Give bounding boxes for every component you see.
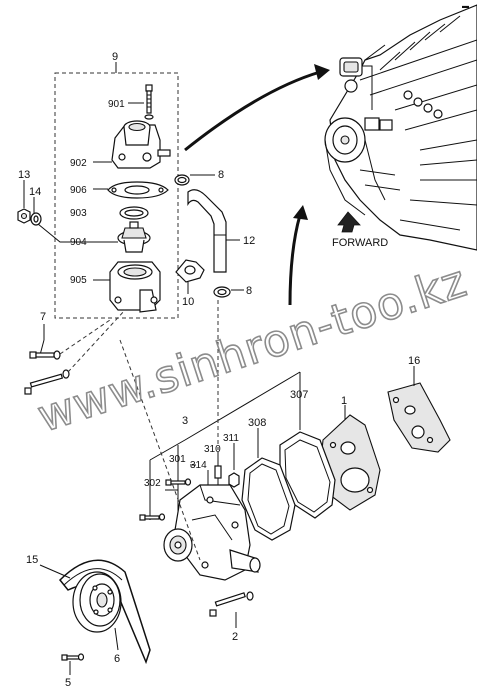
curved-arrow-upper-head — [314, 64, 330, 80]
water-hose-12 — [187, 189, 227, 273]
label-308: 308 — [248, 417, 266, 429]
label-8-upper: 8 — [218, 169, 224, 181]
bolt-7-lower — [24, 369, 70, 395]
water-pump-3 — [163, 484, 261, 581]
back-plate-1 — [319, 414, 381, 511]
label-1: 1 — [341, 395, 347, 407]
label-14: 14 — [29, 186, 41, 198]
label-905: 905 — [70, 275, 87, 286]
label-5: 5 — [65, 677, 71, 689]
pin-314 — [214, 465, 222, 479]
label-13: 13 — [18, 169, 30, 181]
bolt-301 — [165, 478, 192, 486]
gasket-308 — [241, 457, 296, 541]
curved-arrow-lower — [288, 214, 302, 306]
bolt-302 — [139, 513, 166, 521]
bolt-2 — [209, 591, 254, 617]
engine-block-illustration — [324, 4, 477, 251]
nut-311 — [228, 472, 240, 488]
pulley-6 — [72, 571, 122, 633]
forward-direction-indicator: FORWARD — [332, 211, 388, 249]
gasket-906 — [107, 181, 169, 199]
thermostat-housing-902 — [111, 120, 171, 169]
forward-arrow-icon — [337, 211, 361, 233]
thermostat-904 — [117, 221, 151, 253]
label-310: 310 — [204, 444, 221, 455]
label-16: 16 — [408, 355, 420, 367]
nut-13 — [17, 208, 31, 224]
label-903: 903 — [70, 208, 87, 219]
seal-ring-903 — [119, 206, 149, 220]
label-12: 12 — [243, 235, 255, 247]
thermostat-assembly-box — [54, 72, 179, 319]
label-3: 3 — [182, 415, 188, 427]
label-8-lower: 8 — [246, 285, 252, 297]
corner-mark: ▬ — [462, 3, 469, 10]
gasket-10 — [175, 259, 205, 283]
label-302: 302 — [144, 478, 161, 489]
label-9: 9 — [112, 51, 118, 63]
label-7: 7 — [40, 311, 46, 323]
curved-arrow-upper — [184, 70, 321, 152]
hose-clamp-8-lower — [213, 286, 231, 298]
bolt-7-upper — [29, 350, 61, 360]
label-906: 906 — [70, 185, 87, 196]
forward-label: FORWARD — [332, 237, 388, 249]
label-10: 10 — [182, 296, 194, 308]
label-301: 301 — [169, 454, 186, 465]
label-311: 311 — [223, 433, 239, 444]
bolt-901 — [144, 84, 154, 120]
bolt-5 — [61, 653, 85, 661]
label-901: 901 — [108, 99, 125, 110]
thermostat-cover-905 — [109, 261, 161, 313]
label-314: 314 — [190, 460, 207, 471]
label-2: 2 — [232, 631, 238, 643]
label-6: 6 — [114, 653, 120, 665]
label-902: 902 — [70, 158, 87, 169]
label-15: 15 — [26, 554, 38, 566]
washer-14 — [30, 212, 42, 226]
label-307: 307 — [290, 389, 308, 401]
cover-plate-16 — [387, 382, 451, 453]
hose-clamp-8-upper — [174, 174, 190, 186]
curved-arrow-lower-head — [293, 205, 308, 220]
